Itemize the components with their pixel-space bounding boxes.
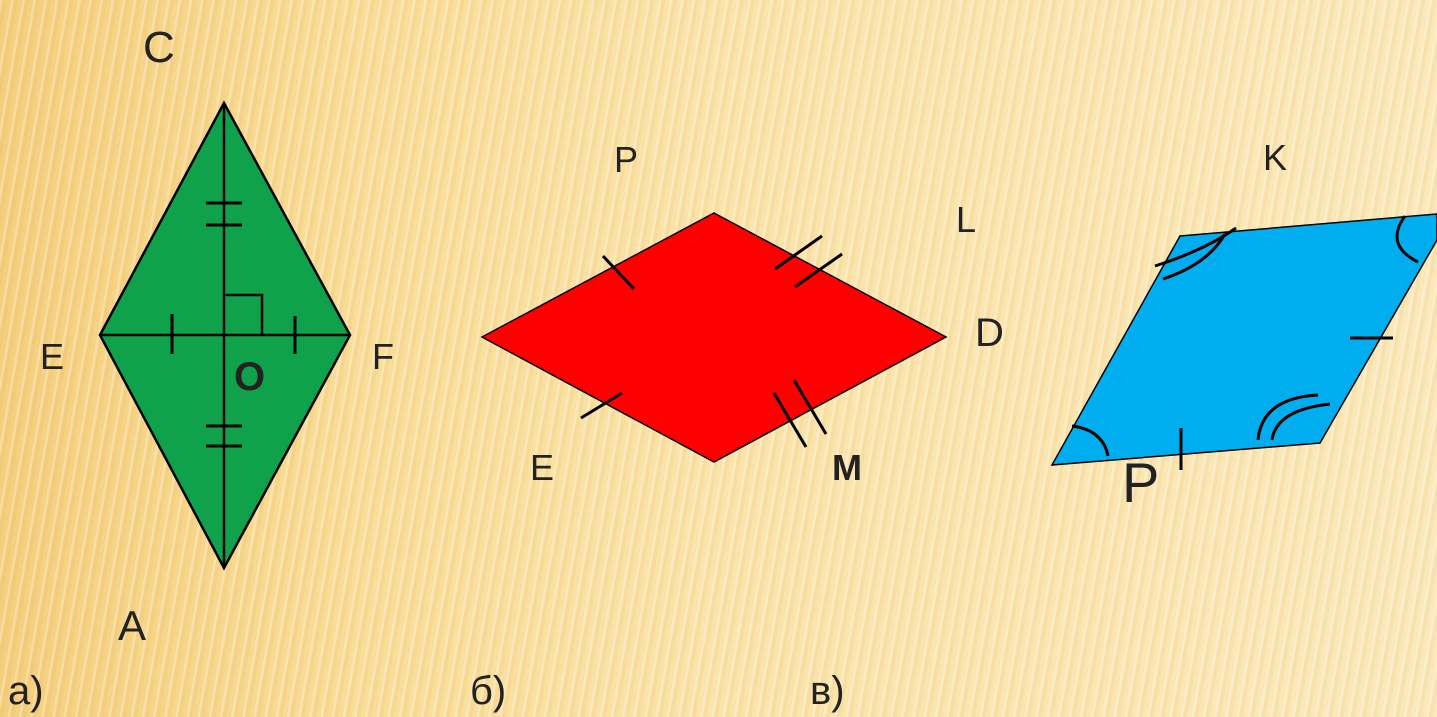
- label-m: M: [832, 447, 862, 488]
- label-a: A: [118, 602, 146, 649]
- double-arc-bottom-right-outer: [1256, 393, 1319, 441]
- label-f: F: [372, 336, 394, 377]
- caption-b: б): [470, 669, 506, 713]
- label-c: C: [143, 23, 175, 72]
- figure-a: C E F O A а): [8, 23, 394, 713]
- label-e-left: E: [40, 336, 64, 377]
- tick-bottom-right-2: [792, 379, 828, 435]
- tick-top-left: [601, 254, 636, 291]
- arc-top-right: [1395, 215, 1419, 264]
- label-l: L: [956, 199, 976, 240]
- double-arc-top-left-inner: [1162, 233, 1227, 281]
- label-o: O: [234, 355, 265, 399]
- label-e-lower: E: [530, 447, 554, 488]
- red-rhombus: [480, 212, 948, 463]
- right-angle-marker: [225, 293, 264, 335]
- caption-c: в): [810, 669, 845, 713]
- arc-bottom-left: [1071, 424, 1110, 457]
- figure-b: P L D E M б): [470, 139, 1004, 713]
- label-p-bottom: P: [1122, 451, 1159, 514]
- label-d: D: [975, 311, 1004, 355]
- tick-bottom-left: [580, 391, 623, 420]
- caption-a: а): [8, 669, 44, 713]
- label-p-top: P: [614, 139, 638, 180]
- double-arc-bottom-right-inner: [1270, 402, 1331, 441]
- double-arc-top-left-outer: [1154, 226, 1237, 268]
- tick-top-right-2: [794, 252, 843, 289]
- figure-c: K P в): [810, 137, 1437, 713]
- tick-top-right-1: [774, 234, 823, 271]
- label-k: K: [1263, 137, 1287, 178]
- tick-bottom-right-1: [772, 392, 808, 448]
